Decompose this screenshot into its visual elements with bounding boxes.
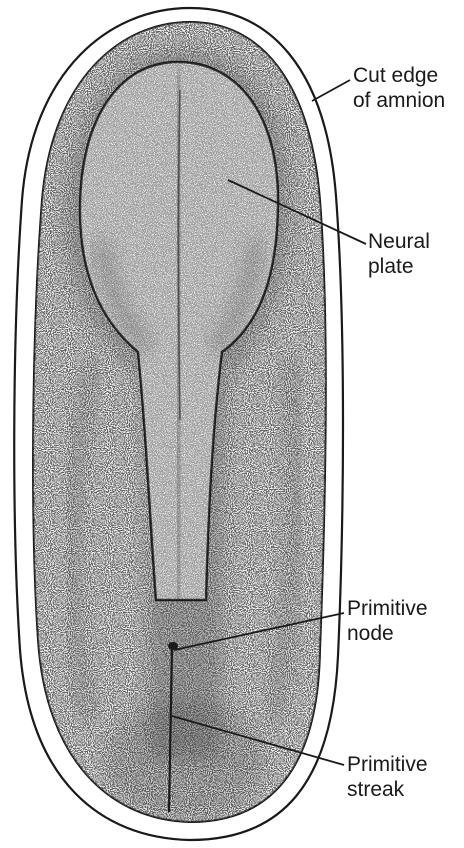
label-line: Cut edge — [353, 63, 445, 88]
label-primitive-streak: Primitive streak — [347, 752, 428, 802]
label-line: plate — [368, 254, 430, 279]
label-cut-edge-of-amnion: Cut edge of amnion — [353, 63, 445, 113]
label-line: Primitive — [347, 596, 428, 621]
label-line: streak — [347, 777, 428, 802]
label-primitive-node: Primitive node — [347, 596, 428, 646]
label-neural-plate: Neural plate — [368, 229, 430, 279]
label-line: of amnion — [353, 88, 445, 113]
label-line: Primitive — [347, 752, 428, 777]
leader-amnion — [312, 80, 350, 101]
label-line: node — [347, 621, 428, 646]
label-line: Neural — [368, 229, 430, 254]
